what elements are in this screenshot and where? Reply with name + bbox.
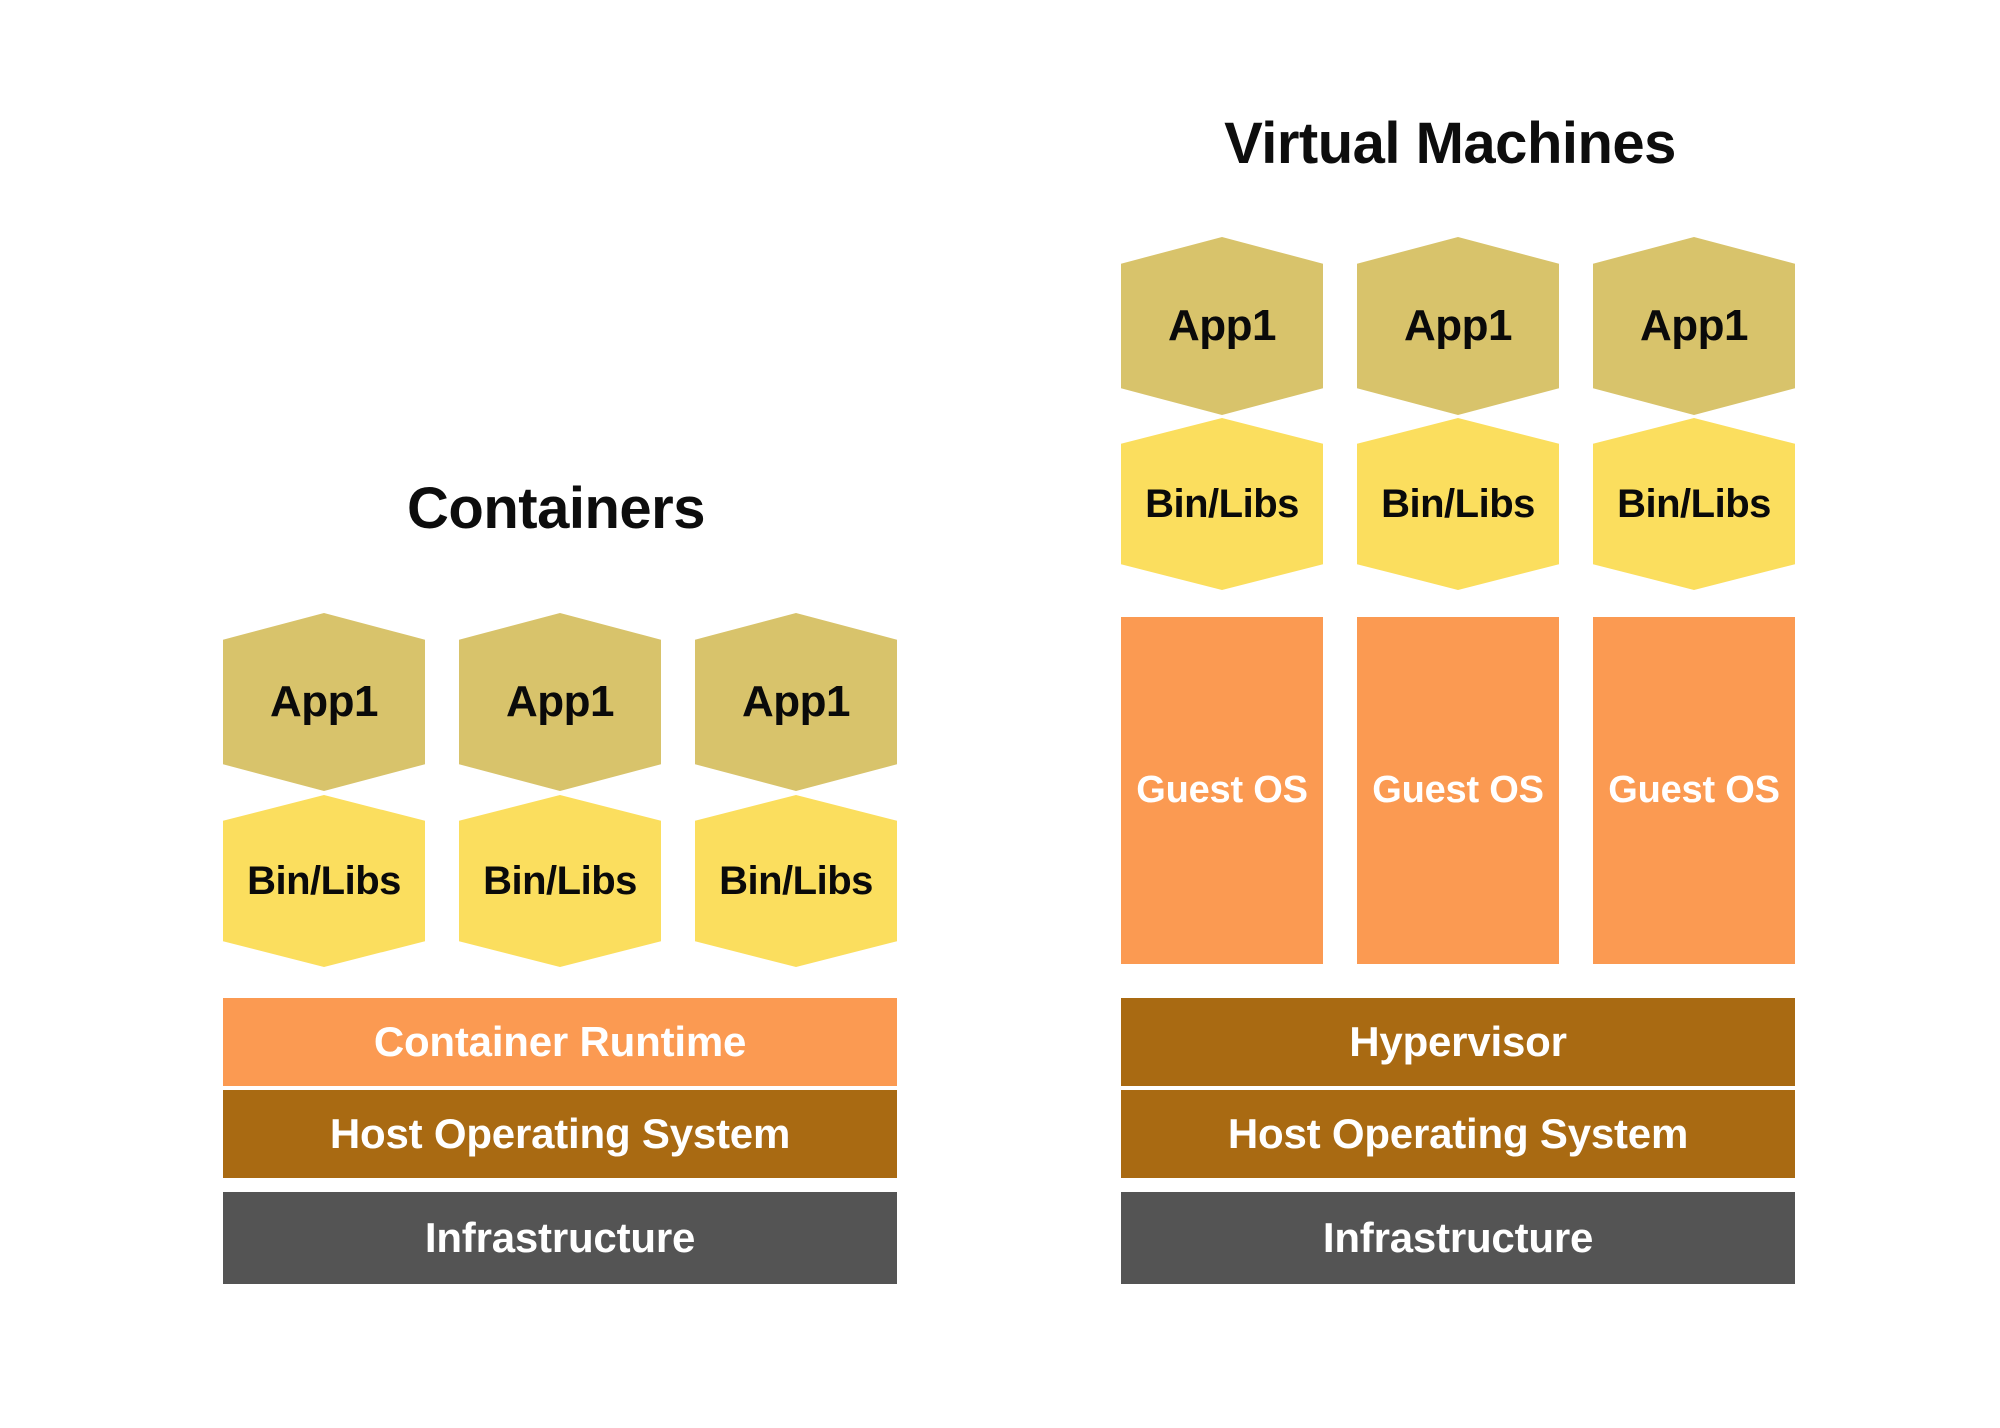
vm-app-label-2: App1 [1404, 301, 1513, 350]
vm-infrastructure-label: Infrastructure [1322, 1214, 1594, 1261]
vm-binlibs-hexagon-2[interactable]: Bin/Libs [1357, 418, 1559, 590]
vm-guest-os-box-1[interactable]: Guest OS [1121, 617, 1323, 964]
vm-guest-os-box-3[interactable]: Guest OS [1593, 617, 1795, 964]
vm-binlibs-hexagon-3[interactable]: Bin/Libs [1593, 418, 1795, 590]
vm-app-hexagon-1[interactable]: App1 [1121, 237, 1323, 415]
vm-app-label-1: App1 [1168, 301, 1277, 350]
containers-app-label-3: App1 [742, 677, 851, 726]
vm-guest-os-label-3: Guest OS [1608, 769, 1780, 811]
containers-infrastructure-bar[interactable]: Infrastructure [223, 1192, 897, 1284]
vm-binlibs-label-1: Bin/Libs [1145, 481, 1299, 526]
containers-app-label-2: App1 [506, 677, 615, 726]
containers-binlibs-label-1: Bin/Libs [247, 858, 401, 903]
containers-app-hexagon-3[interactable]: App1 [695, 613, 897, 791]
vm-infrastructure-bar[interactable]: Infrastructure [1121, 1192, 1795, 1284]
containers-host-os-label: Host Operating System [329, 1110, 791, 1157]
vm-guest-os-label-2: Guest OS [1372, 769, 1544, 811]
containers-app-hexagon-1[interactable]: App1 [223, 613, 425, 791]
containers-column-title: Containers [407, 476, 705, 541]
containers-binlibs-hexagon-3[interactable]: Bin/Libs [695, 795, 897, 967]
vm-hypervisor-label: Hypervisor [1349, 1018, 1567, 1065]
vm-binlibs-label-2: Bin/Libs [1381, 481, 1535, 526]
vm-app-label-3: App1 [1640, 301, 1749, 350]
containers-host-os-bar[interactable]: Host Operating System [223, 1090, 897, 1178]
containers-binlibs-hexagon-1[interactable]: Bin/Libs [223, 795, 425, 967]
vm-binlibs-hexagon-1[interactable]: Bin/Libs [1121, 418, 1323, 590]
container-runtime-label: Container Runtime [373, 1018, 747, 1065]
vm-hypervisor-bar[interactable]: Hypervisor [1121, 998, 1795, 1086]
vm-guest-os-label-1: Guest OS [1136, 769, 1308, 811]
vm-binlibs-label-3: Bin/Libs [1617, 481, 1771, 526]
container-runtime-bar[interactable]: Container Runtime [223, 998, 897, 1086]
containers-binlibs-label-3: Bin/Libs [719, 858, 873, 903]
containers-app-label-1: App1 [270, 677, 379, 726]
containers-app-hexagon-2[interactable]: App1 [459, 613, 661, 791]
containers-binlibs-label-2: Bin/Libs [483, 858, 637, 903]
containers-binlibs-hexagon-2[interactable]: Bin/Libs [459, 795, 661, 967]
virtual-machines-column-title: Virtual Machines [1224, 111, 1676, 176]
vm-host-os-label: Host Operating System [1227, 1110, 1689, 1157]
vm-host-os-bar[interactable]: Host Operating System [1121, 1090, 1795, 1178]
vm-app-hexagon-2[interactable]: App1 [1357, 237, 1559, 415]
vm-app-hexagon-3[interactable]: App1 [1593, 237, 1795, 415]
containers-infrastructure-label: Infrastructure [424, 1214, 696, 1261]
vm-guest-os-box-2[interactable]: Guest OS [1357, 617, 1559, 964]
